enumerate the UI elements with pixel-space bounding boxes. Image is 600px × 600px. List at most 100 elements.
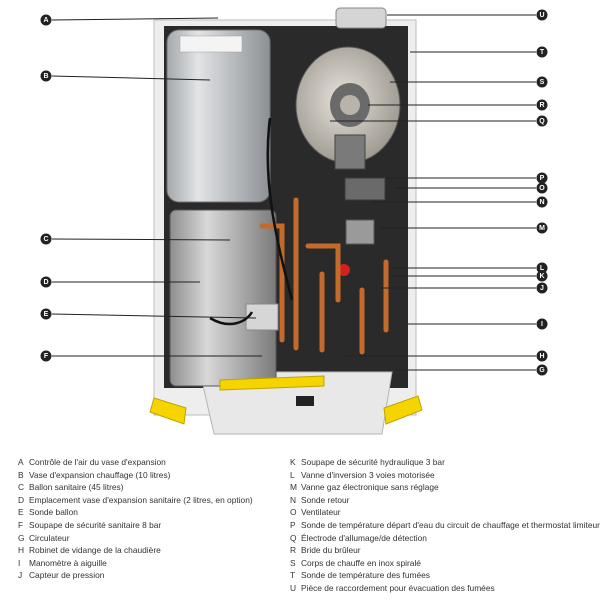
expansion-vessel bbox=[166, 29, 271, 203]
legend-letter: M bbox=[290, 482, 297, 493]
callout-dot bbox=[536, 364, 548, 376]
legend-item: E Sonde ballon bbox=[18, 506, 280, 519]
legend-text: Corps de chauffe en inox spiralé bbox=[301, 557, 421, 568]
legend-item: M Vanne gaz électronique sans réglage bbox=[290, 481, 595, 494]
legend-text: Sonde de température départ d'eau du cir… bbox=[301, 519, 600, 530]
callout-letter: D bbox=[43, 279, 48, 286]
callout-letter: O bbox=[539, 185, 545, 192]
copper-pipes bbox=[259, 197, 389, 355]
wiring bbox=[209, 117, 294, 326]
legend-letter: A bbox=[18, 457, 24, 467]
callout-dot bbox=[536, 222, 548, 234]
legend-letter: T bbox=[290, 570, 296, 581]
callout-dot bbox=[40, 276, 52, 288]
legend-letter: J bbox=[18, 570, 23, 581]
callout-dot bbox=[536, 270, 548, 282]
legend-letter: L bbox=[290, 469, 295, 480]
legend-text: Capteur de pression bbox=[29, 570, 105, 581]
legend-text: Emplacement vase d'expansion sanitaire (… bbox=[29, 494, 253, 505]
callout-letter: R bbox=[539, 102, 544, 109]
legend-text: Manomètre à aiguille bbox=[29, 557, 107, 568]
callout-marker-u: U bbox=[536, 9, 548, 21]
legend-item: L Vanne d'inversion 3 voies motorisée bbox=[290, 469, 595, 482]
callout-marker-m: M bbox=[536, 222, 548, 234]
callout-dot bbox=[536, 115, 548, 127]
legend-text: Sonde retour bbox=[301, 494, 350, 505]
legend-letter: D bbox=[18, 494, 25, 505]
callout-letter: H bbox=[539, 353, 544, 360]
callout-marker-s: S bbox=[536, 76, 548, 88]
callout-dot bbox=[536, 9, 548, 21]
legend-item: I Manomètre à aiguille bbox=[18, 557, 280, 570]
callout-dot bbox=[536, 46, 548, 58]
callout-dot bbox=[536, 350, 548, 362]
legend-letter: E bbox=[18, 507, 24, 518]
callout-letter: B bbox=[43, 73, 48, 80]
legend-text: Soupape de sécurité sanitaire 8 bar bbox=[29, 519, 162, 530]
legend-letter: C bbox=[18, 482, 25, 493]
callout-dot bbox=[536, 196, 548, 208]
callout-letter: F bbox=[44, 353, 49, 360]
callout-letter: J bbox=[540, 285, 544, 292]
callout-letter: Q bbox=[539, 118, 545, 125]
callout-dot bbox=[40, 233, 52, 245]
callout-marker-g: G bbox=[536, 364, 548, 376]
callout-letter: L bbox=[540, 265, 545, 272]
callout-dot bbox=[536, 318, 548, 330]
callout-letter: E bbox=[44, 311, 49, 318]
mounting-feet bbox=[149, 395, 423, 425]
callout-marker-d: D bbox=[40, 276, 52, 288]
callout-lines bbox=[51, 14, 536, 371]
callout-marker-h: H bbox=[536, 350, 548, 362]
callout-dot bbox=[40, 308, 52, 320]
legend-text: Ballon sanitaire (45 litres) bbox=[29, 482, 124, 493]
legend-letter: N bbox=[290, 494, 297, 505]
legend-letter: F bbox=[18, 519, 24, 530]
callout-letter: I bbox=[541, 321, 543, 328]
legend-item: J Capteur de pression bbox=[18, 569, 280, 582]
legend-text: Soupape de sécurité hydraulique 3 bar bbox=[301, 457, 445, 467]
legend-text: Sonde ballon bbox=[29, 507, 78, 518]
legend-letter: P bbox=[290, 519, 296, 530]
legend-item: C Ballon sanitaire (45 litres) bbox=[18, 481, 280, 494]
legend-text: Vanne d'inversion 3 voies motorisée bbox=[301, 469, 435, 480]
bottom-cover bbox=[219, 375, 325, 406]
callout-marker-l: L bbox=[536, 262, 548, 274]
callout-marker-i: I bbox=[536, 318, 548, 330]
callout-marker-n: N bbox=[536, 196, 548, 208]
callout-letter: P bbox=[540, 175, 545, 182]
legend-letter: R bbox=[290, 545, 297, 556]
callout-letter: G bbox=[539, 367, 545, 374]
callout-dot bbox=[40, 14, 52, 26]
heat-exchanger bbox=[295, 46, 401, 170]
callout-marker-r: R bbox=[536, 99, 548, 111]
callout-dot bbox=[536, 262, 548, 274]
legend-letter: U bbox=[290, 582, 297, 593]
callout-dot bbox=[536, 172, 548, 184]
callout-dot bbox=[40, 70, 52, 82]
legend-letter: I bbox=[18, 557, 21, 568]
legend-item: N Sonde retour bbox=[290, 494, 595, 507]
callout-letter: C bbox=[43, 236, 48, 243]
legend-text: Vanne gaz électronique sans réglage bbox=[301, 482, 439, 493]
callout-letter: U bbox=[539, 12, 544, 19]
callout-letter: K bbox=[539, 273, 544, 280]
callout-dot bbox=[536, 182, 548, 194]
callout-marker-p: P bbox=[536, 172, 548, 184]
callout-dot bbox=[536, 99, 548, 111]
callout-marker-o: O bbox=[536, 182, 548, 194]
callout-marker-j: J bbox=[536, 282, 548, 294]
legend-text: Vase d'expansion chauffage (10 litres) bbox=[29, 469, 171, 480]
legend-letter: Q bbox=[290, 532, 297, 543]
callout-marker-q: Q bbox=[536, 115, 548, 127]
callout-marker-b: B bbox=[40, 70, 52, 82]
